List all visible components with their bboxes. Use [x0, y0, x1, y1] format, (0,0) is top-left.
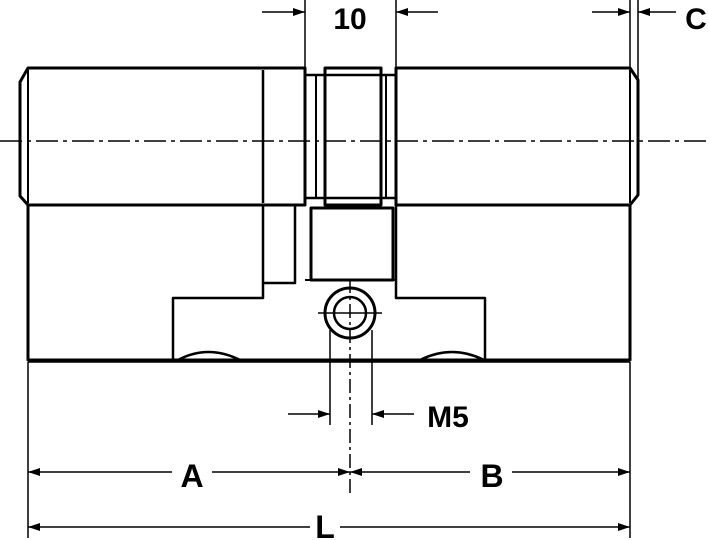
label-bg-a — [172, 458, 212, 488]
cam-slot — [309, 206, 395, 282]
cylinder-body — [18, 66, 640, 363]
label-length-a: A — [180, 458, 203, 494]
label-total-length: L — [315, 509, 335, 540]
housing-outline — [26, 205, 632, 362]
cam-outer — [303, 73, 398, 200]
housing-mid-right — [394, 205, 487, 360]
cam-inner — [323, 66, 383, 207]
housing-flange-left — [171, 283, 265, 360]
right-plug-outline — [394, 66, 640, 207]
housing-mid-left — [261, 205, 297, 285]
screw-hole — [318, 279, 382, 495]
label-bg-l — [310, 512, 340, 540]
recess-right — [419, 350, 485, 362]
label-screw-size: M5 — [427, 401, 469, 434]
label-gap-width: 10 — [333, 3, 366, 36]
recess-left — [177, 350, 241, 362]
label-length-b: B — [480, 458, 503, 494]
dimension-lines — [27, 0, 676, 538]
label-bg-b — [470, 458, 512, 488]
label-cam-offset: C — [685, 3, 707, 36]
